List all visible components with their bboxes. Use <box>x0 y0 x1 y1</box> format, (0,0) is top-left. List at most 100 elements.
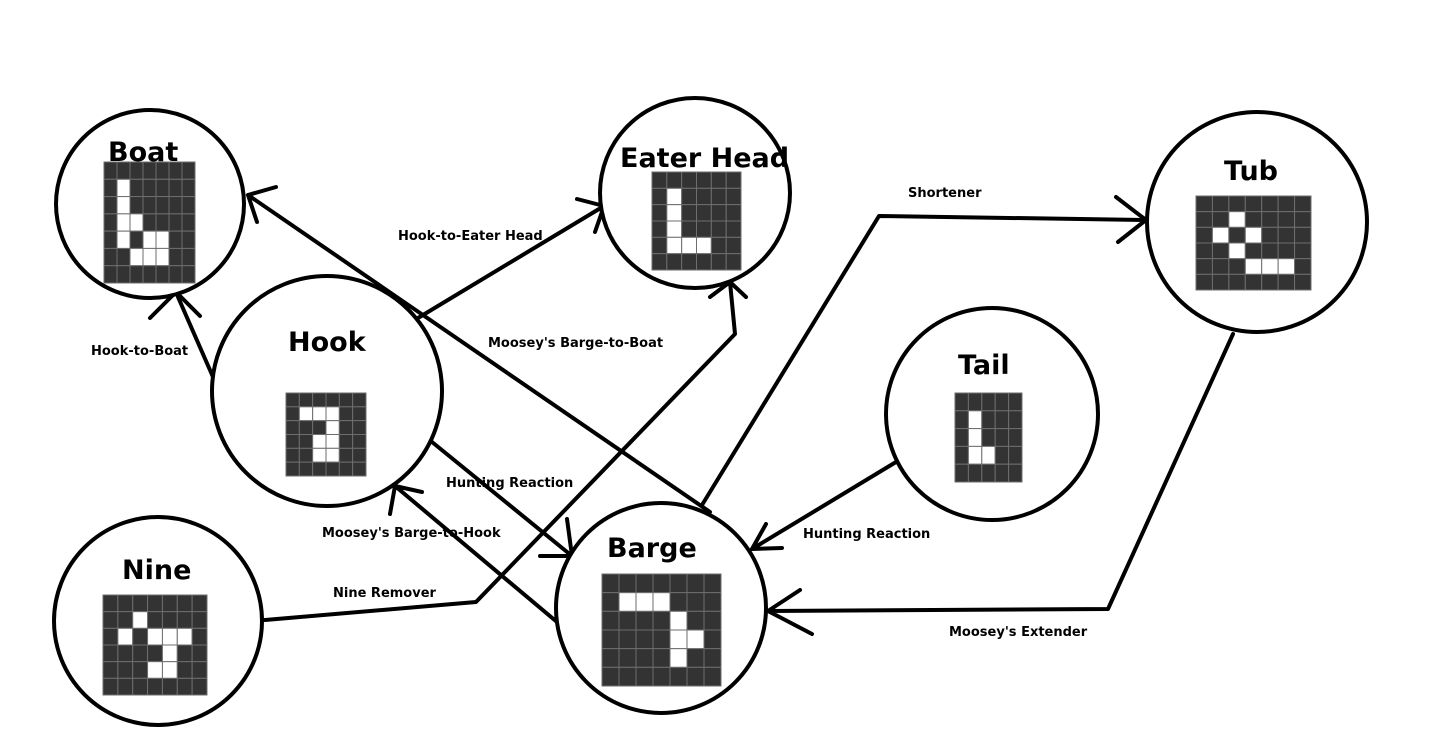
dead-cell <box>1228 258 1246 275</box>
node-tub-pattern <box>1195 195 1312 291</box>
dead-cell <box>1261 226 1279 244</box>
dead-cell <box>686 592 705 612</box>
dead-cell <box>338 420 354 436</box>
dead-cell <box>696 204 712 222</box>
dead-cell <box>176 594 193 613</box>
dead-cell <box>1277 195 1296 213</box>
dead-cell <box>652 573 671 594</box>
live-cell <box>142 247 157 267</box>
dead-cell <box>176 611 193 629</box>
dead-cell <box>103 213 118 232</box>
edge-hook-to-eater-head-line <box>416 197 606 320</box>
live-cell <box>161 627 178 646</box>
dead-cell <box>176 661 193 679</box>
dead-cell <box>191 594 208 613</box>
dead-cell <box>181 161 196 180</box>
node-barge-title: Barge <box>607 533 697 564</box>
dead-cell <box>1294 211 1312 228</box>
live-cell <box>325 447 340 463</box>
dead-cell <box>601 573 620 594</box>
live-cell <box>147 627 163 646</box>
live-cell <box>1228 211 1246 228</box>
dead-cell <box>161 611 178 629</box>
dead-cell <box>298 434 314 449</box>
live-cell <box>666 187 683 206</box>
dead-cell <box>1211 258 1230 275</box>
dead-cell <box>994 392 1010 412</box>
dead-cell <box>129 161 144 180</box>
dead-cell <box>710 253 727 271</box>
dead-cell <box>1195 258 1213 275</box>
dead-cell <box>669 666 688 687</box>
dead-cell <box>117 594 134 613</box>
live-cell <box>1277 258 1296 275</box>
dead-cell <box>142 161 157 180</box>
edge-mooseys-extender: Moosey's Extender <box>766 332 1235 640</box>
dead-cell <box>994 445 1010 465</box>
dead-cell <box>703 610 722 631</box>
node-hook-pattern <box>285 392 367 477</box>
dead-cell <box>666 171 683 189</box>
live-cell <box>155 247 170 267</box>
dead-cell <box>710 171 727 189</box>
node-tail: Tail <box>884 306 1100 522</box>
live-cell <box>132 611 149 629</box>
dead-cell <box>161 594 178 613</box>
dead-cell <box>298 461 314 477</box>
node-boat-pattern <box>103 161 196 284</box>
dead-cell <box>103 161 118 180</box>
dead-cell <box>703 648 722 668</box>
live-cell <box>142 230 157 249</box>
dead-cell <box>686 648 705 668</box>
dead-cell <box>725 187 742 206</box>
dead-cell <box>635 573 654 594</box>
dead-cell <box>669 573 688 594</box>
dead-cell <box>116 161 131 180</box>
dead-cell <box>967 463 983 483</box>
dead-cell <box>181 213 196 232</box>
live-cell <box>681 236 697 255</box>
live-cell <box>635 592 654 612</box>
dead-cell <box>725 253 742 271</box>
dead-cell <box>181 265 196 284</box>
live-cell <box>116 213 131 232</box>
live-cell <box>1211 226 1230 244</box>
live-cell <box>1228 242 1246 260</box>
live-cell <box>967 428 983 447</box>
dead-cell <box>635 666 654 687</box>
dead-cell <box>147 677 163 696</box>
dead-cell <box>338 447 354 463</box>
dead-cell <box>651 204 668 222</box>
dead-cell <box>651 187 668 206</box>
edge-label-mooseys-barge-to-boat: Moosey's Barge-to-Boat <box>488 336 663 351</box>
dead-cell <box>1008 410 1023 430</box>
dead-cell <box>1294 273 1312 291</box>
dead-cell <box>1195 273 1213 291</box>
dead-cell <box>312 420 327 436</box>
dead-cell <box>635 610 654 631</box>
live-cell <box>176 627 193 646</box>
dead-cell <box>618 573 637 594</box>
dead-cell <box>102 611 119 629</box>
dead-cell <box>285 461 300 477</box>
dead-cell <box>147 611 163 629</box>
dead-cell <box>635 629 654 650</box>
dead-cell <box>298 392 314 408</box>
dead-cell <box>168 161 183 180</box>
dead-cell <box>338 434 354 449</box>
node-hook-title: Hook <box>288 327 367 358</box>
edge-label-shortener: Shortener <box>908 186 982 201</box>
live-cell <box>652 592 671 612</box>
dead-cell <box>601 666 620 687</box>
dead-cell <box>116 265 131 284</box>
dead-cell <box>1261 211 1279 228</box>
live-cell <box>981 445 996 465</box>
live-cell <box>155 230 170 249</box>
dead-cell <box>298 420 314 436</box>
dead-cell <box>103 196 118 215</box>
edge-label-hook-to-eater-head: Hook-to-Eater Head <box>398 229 543 244</box>
edge-hook-to-eater-head: Hook-to-Eater Head <box>398 197 606 320</box>
dead-cell <box>142 178 157 198</box>
dead-cell <box>285 447 300 463</box>
dead-cell <box>703 666 722 687</box>
